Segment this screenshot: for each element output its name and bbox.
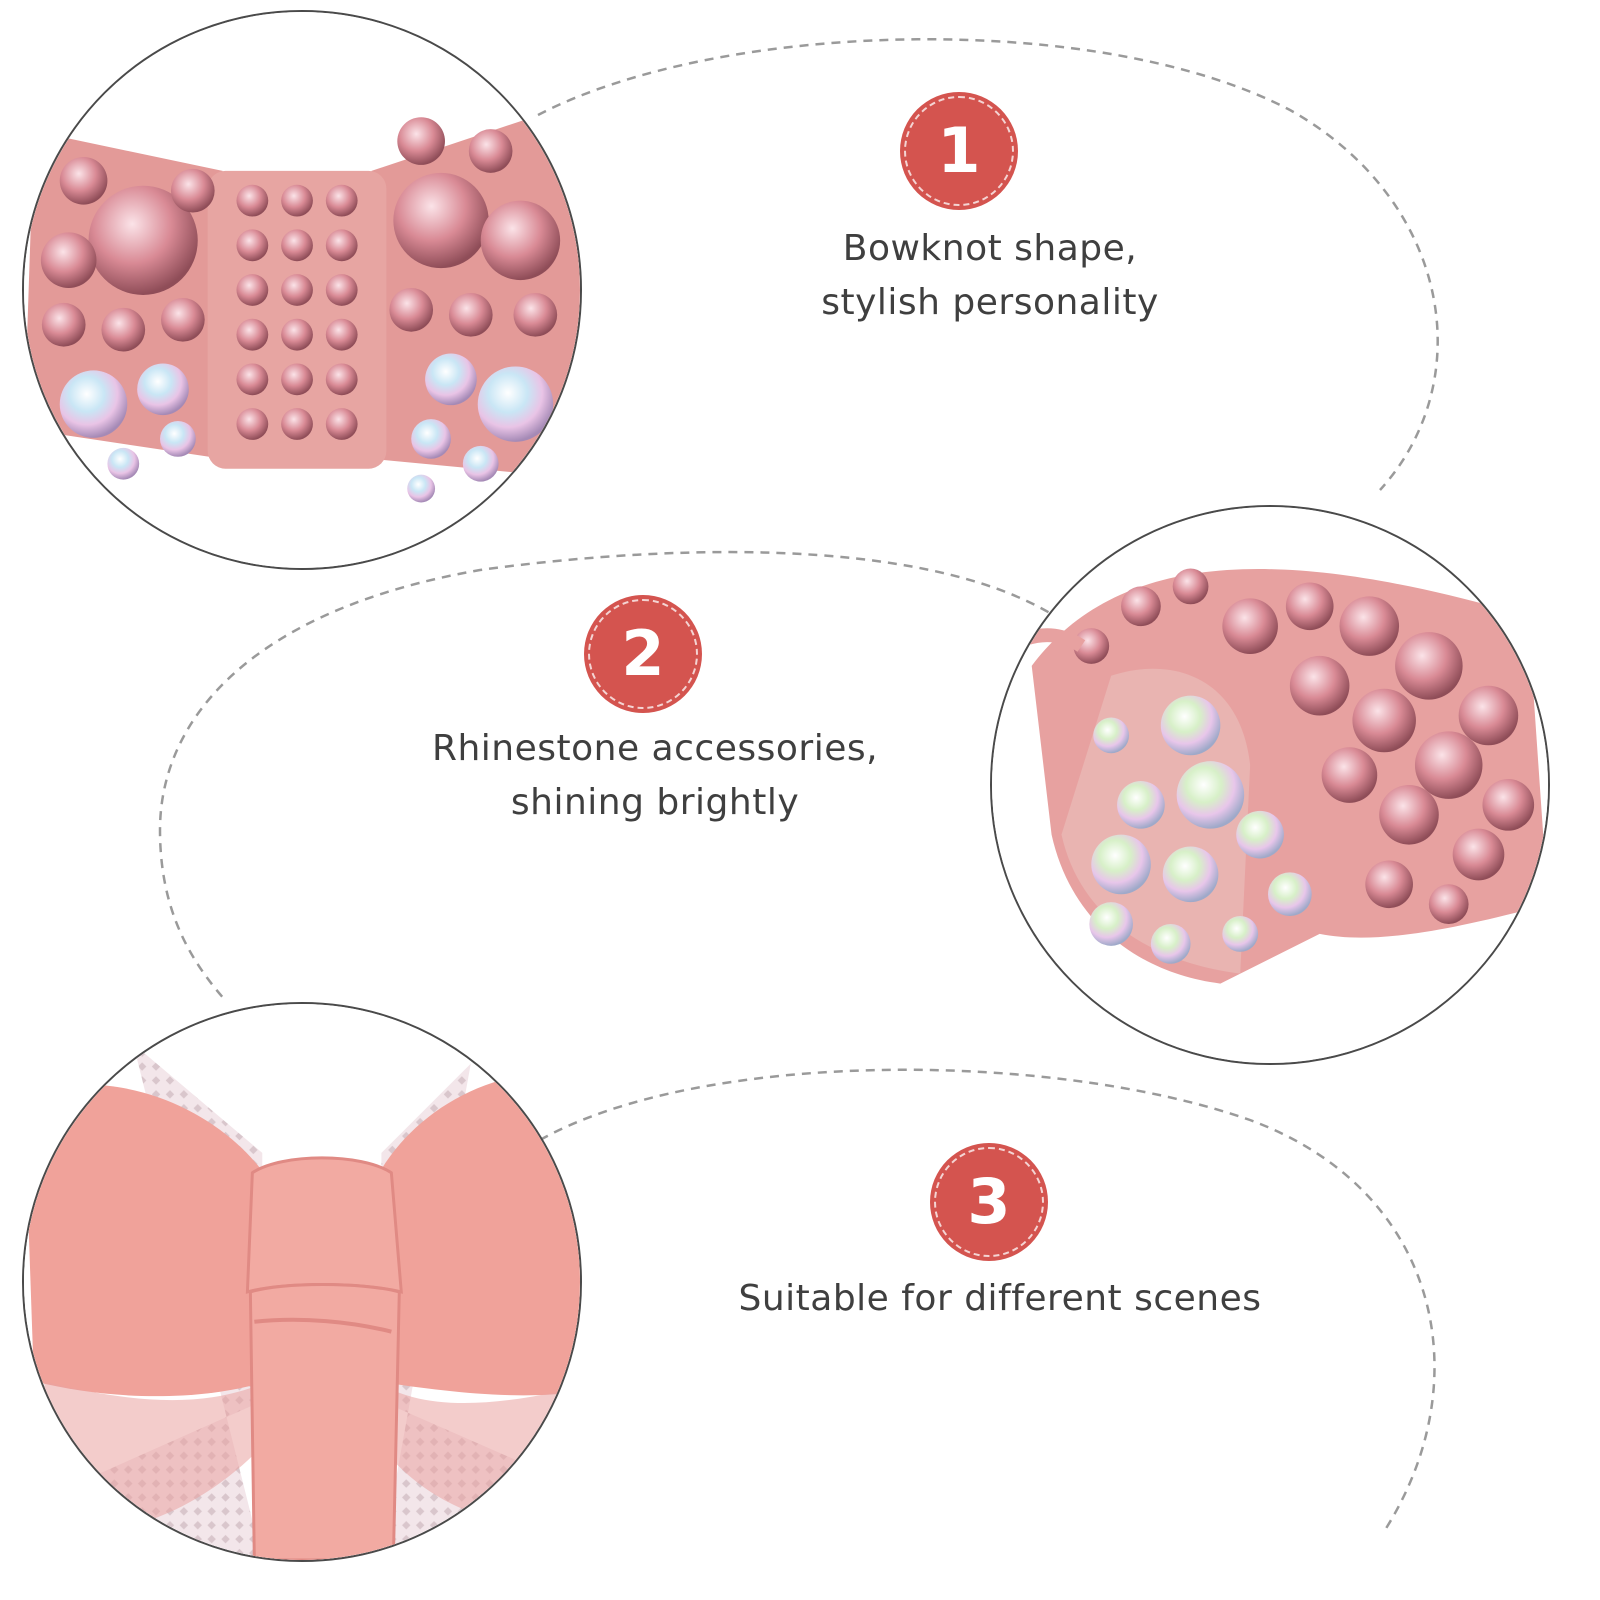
rhinestone-bow-front-illustration xyxy=(24,12,580,568)
feature-1-number-badge: 1 xyxy=(900,92,1018,210)
feature-1-caption-line2: stylish personality xyxy=(821,282,1159,323)
feature-2-number-badge: 2 xyxy=(584,595,702,713)
feature-3-number-badge: 3 xyxy=(930,1143,1048,1261)
rhinestone-bow-front-photo xyxy=(22,10,582,570)
feature-2-number: 2 xyxy=(621,617,665,690)
feature-1-caption-line1: Bowknot shape, xyxy=(842,228,1138,269)
rhinestone-bow-closeup-illustration xyxy=(992,507,1548,1063)
feature-1-number: 1 xyxy=(937,114,981,187)
rhinestone-bow-closeup-photo xyxy=(990,505,1550,1065)
feature-3-caption: Suitable for different scenes xyxy=(720,1272,1280,1326)
pink-suede-bow-back-illustration xyxy=(24,1004,580,1560)
pink-suede-bow-back-photo xyxy=(22,1002,582,1562)
feature-2-caption-line2: shining brightly xyxy=(510,782,800,823)
feature-3-caption-line1: Suitable for different scenes xyxy=(738,1278,1262,1319)
feature-2-caption-line1: Rhinestone accessories, xyxy=(431,728,879,769)
feature-1-caption: Bowknot shape, stylish personality xyxy=(760,222,1220,330)
feature-2-caption: Rhinestone accessories, shining brightly xyxy=(395,722,915,830)
feature-3-number: 3 xyxy=(967,1165,1011,1238)
